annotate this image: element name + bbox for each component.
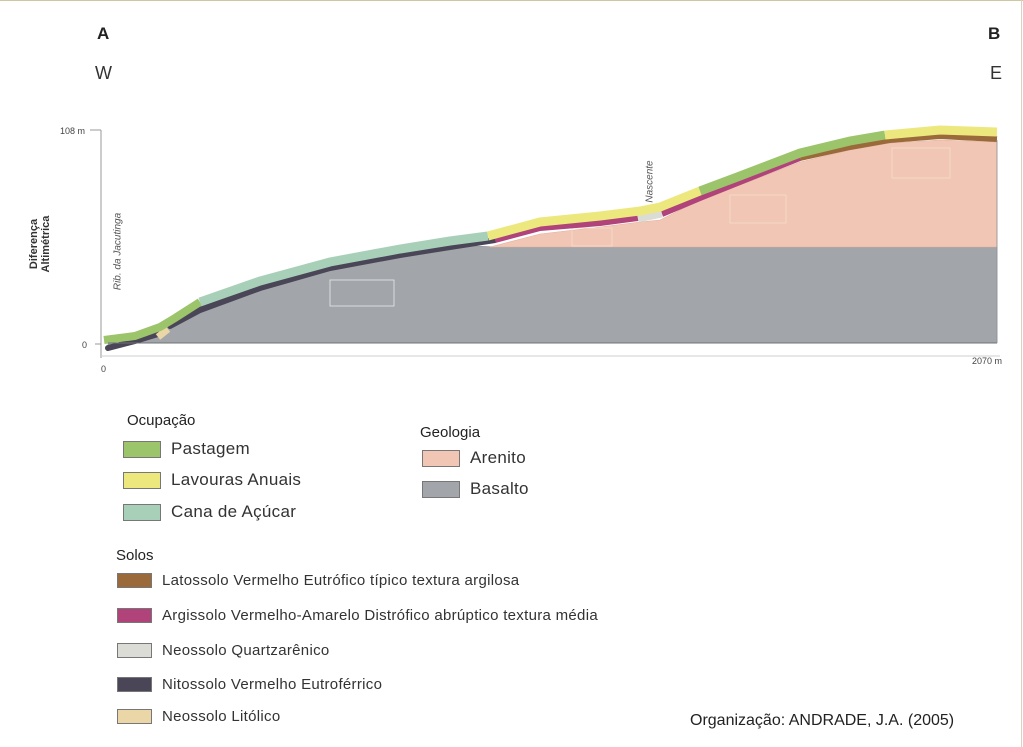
legend-item-label: Neossolo Litólico <box>162 708 281 725</box>
pastagem-swatch <box>123 440 161 458</box>
legend-solos-title: Solos <box>116 547 154 564</box>
litolico-swatch <box>117 709 152 724</box>
point-a-label: A <box>97 24 110 43</box>
interior-box-1 <box>329 279 395 307</box>
legend-geologia-title: Geologia <box>420 424 481 441</box>
legend-item-label: Cana de Açúcar <box>171 502 297 521</box>
arenito-swatch <box>422 449 460 467</box>
legend-item-label: Basalto <box>470 479 529 498</box>
pastagem-band-east <box>698 130 886 196</box>
right-border <box>1021 0 1022 747</box>
legend-item-cana: Cana de Açúcar <box>123 502 296 522</box>
spring-label: Nascente <box>644 160 656 203</box>
y-max-label: 108 m <box>60 126 86 136</box>
pastagem-band-west <box>103 298 203 344</box>
legend-item-litolico: Neossolo Litólico <box>117 708 281 725</box>
legend-item-basalto: Basalto <box>422 479 529 499</box>
legend-item-label: Lavouras Anuais <box>171 470 302 489</box>
interior-box-2 <box>571 227 613 247</box>
litolico-band <box>155 326 171 340</box>
basalto-swatch <box>422 480 460 498</box>
legend-item-pastagem: Pastagem <box>123 439 250 459</box>
x-max-label: 2070 m <box>972 356 1003 366</box>
river-label: Rib. da Jacutinga <box>112 212 124 291</box>
legend-item-quartzarenico: Neossolo Quartzarênico <box>117 642 330 659</box>
legend-item-label: Arenito <box>470 448 526 467</box>
legend-ocupacao-title: Ocupação <box>127 412 196 429</box>
quartzarenico-band <box>637 210 663 223</box>
quartzarenico-swatch <box>117 643 152 658</box>
legend-item-label: Latossolo Vermelho Eutrófico típico text… <box>162 572 520 589</box>
topographic-profile <box>90 125 1000 358</box>
legend-item-label: Nitossolo Vermelho Eutroférrico <box>162 676 383 693</box>
cana-swatch <box>123 503 161 521</box>
latossolo-swatch <box>117 573 152 588</box>
interior-box-3 <box>729 194 787 224</box>
legend-item-nitossolo: Nitossolo Vermelho Eutroférrico <box>117 676 382 693</box>
legend-item-label: Pastagem <box>171 439 250 458</box>
lavouras-swatch <box>123 471 161 489</box>
legend-item-arenito: Arenito <box>422 448 526 468</box>
lavouras-band-east <box>884 125 998 140</box>
legend-item-label: Neossolo Quartzarênico <box>162 642 330 659</box>
argissolo-swatch <box>117 608 152 623</box>
x-min-label: 0 <box>101 364 107 374</box>
lavouras-band-mid <box>486 186 702 241</box>
legend-item-label: Argissolo Vermelho-Amarelo Distrófico ab… <box>162 607 598 624</box>
arenito-layer <box>489 139 998 248</box>
top-border <box>0 0 1023 1</box>
point-b-label: B <box>988 24 1001 43</box>
latossolo-band <box>799 132 998 161</box>
legend-item-argissolo: Argissolo Vermelho-Amarelo Distrófico ab… <box>117 607 598 624</box>
argissolo-band <box>494 155 802 243</box>
legend-item-latossolo: Latossolo Vermelho Eutrófico típico text… <box>117 572 519 589</box>
cana-band <box>198 231 489 307</box>
y-min-label: 0 <box>82 340 88 350</box>
east-label: E <box>990 63 1003 83</box>
credit-text: Organização: ANDRADE, J.A. (2005) <box>690 712 955 729</box>
legend-item-lavouras: Lavouras Anuais <box>123 470 301 490</box>
west-label: W <box>95 63 112 83</box>
nitossolo-band <box>105 237 498 351</box>
nitossolo-swatch <box>117 677 152 692</box>
interior-box-4 <box>891 147 951 179</box>
